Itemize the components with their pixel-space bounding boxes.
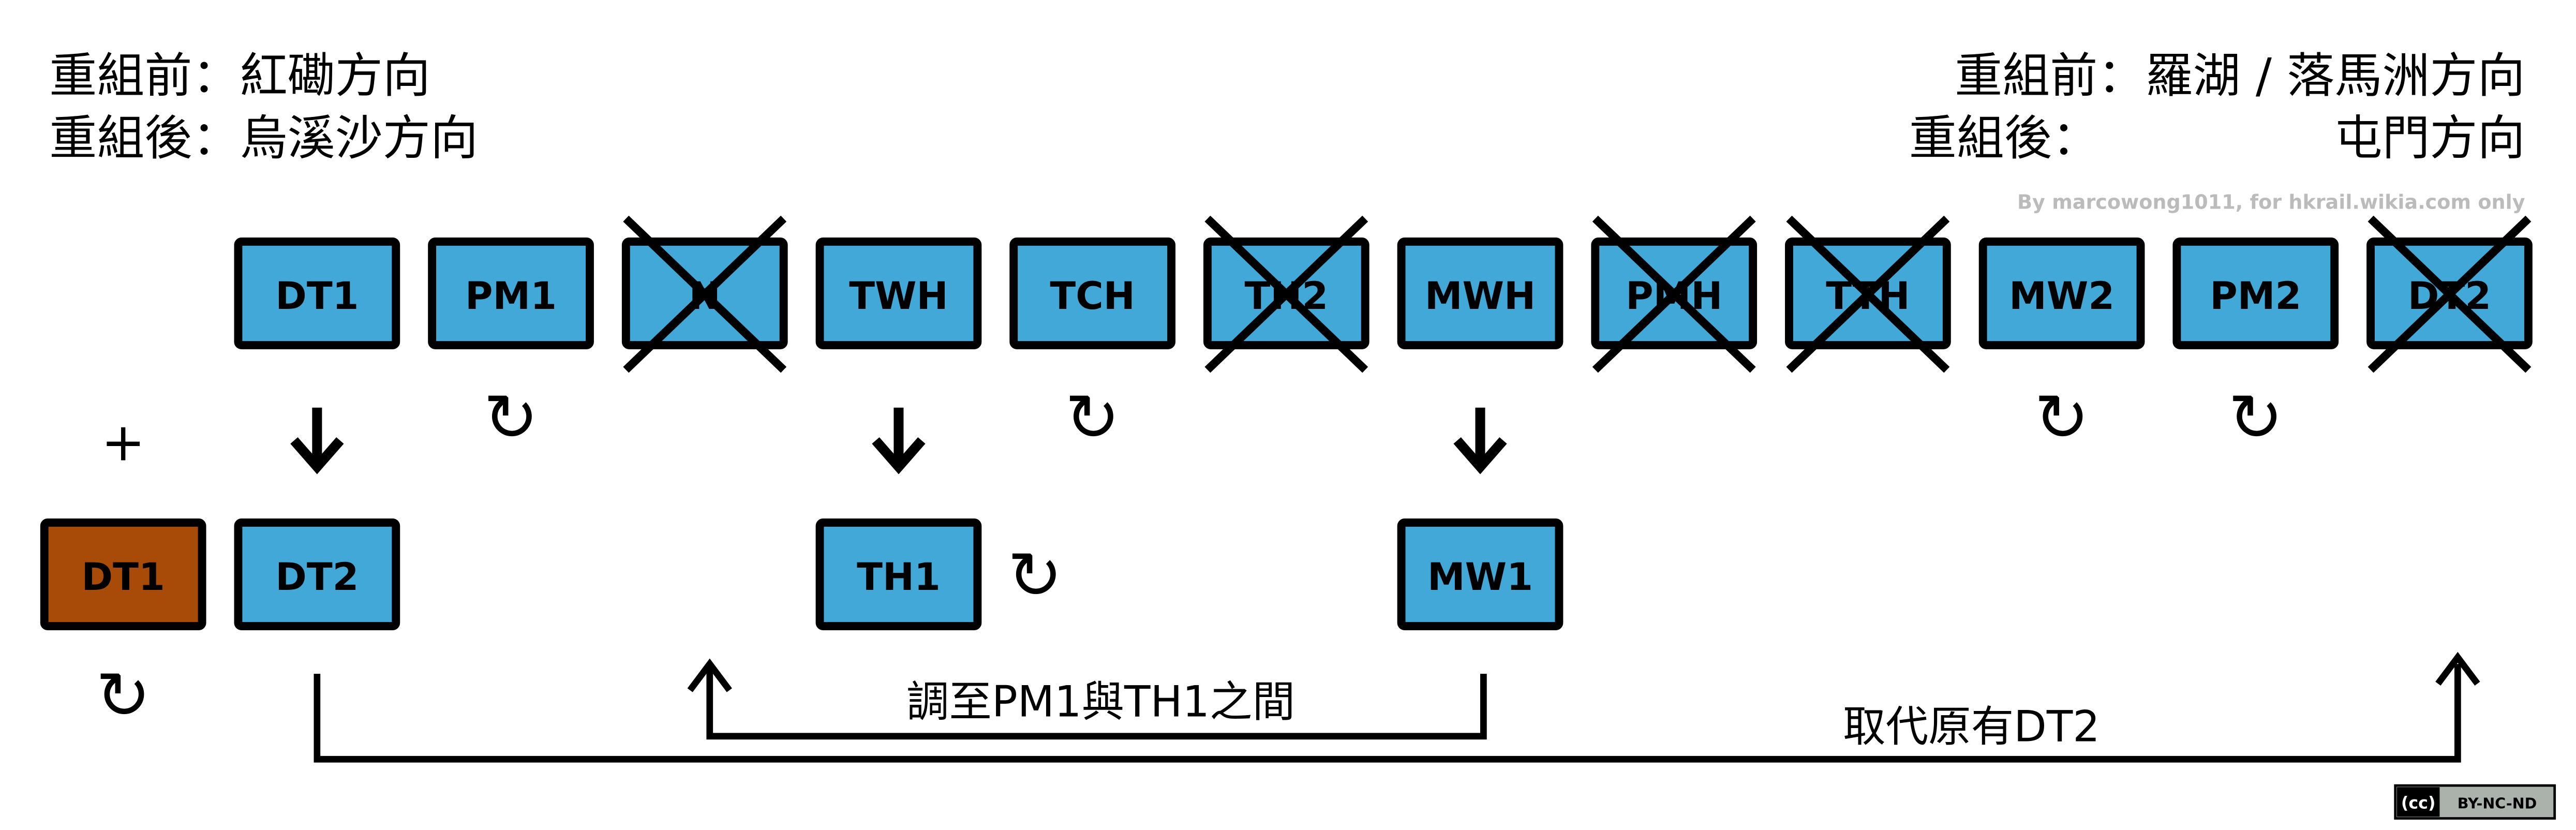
license-terms: BY-NC-ND bbox=[2458, 795, 2537, 812]
move-line bbox=[706, 667, 1487, 740]
car-label: MWH bbox=[1425, 274, 1536, 318]
car-mwh: MWH bbox=[1397, 238, 1564, 349]
header-left-after: 重組後：烏溪沙方向 bbox=[49, 111, 478, 166]
connectors bbox=[314, 651, 2480, 763]
car-pm1: PM1 bbox=[428, 238, 594, 349]
car-tch: TCH bbox=[1009, 238, 1175, 349]
car-mw1: MW1 bbox=[1397, 518, 1564, 630]
cross-out-icon bbox=[1592, 215, 1756, 373]
car-label: DT1 bbox=[82, 555, 165, 599]
car-th1: TH1 bbox=[815, 518, 982, 630]
added-car-dt1: DT1 bbox=[40, 518, 206, 630]
car-dt2: DT2 bbox=[2366, 215, 2533, 373]
rotate-icon: ↻ bbox=[2034, 379, 2089, 456]
car-box bbox=[815, 238, 982, 349]
car-label: PM2 bbox=[2210, 274, 2301, 318]
car-label: DT2 bbox=[275, 555, 359, 599]
car-pm2: PM2 bbox=[2172, 238, 2339, 349]
car-label: MW2 bbox=[2009, 274, 2115, 318]
header-right-before: 重組前：羅湖 / 落馬洲方向 bbox=[1955, 48, 2525, 103]
plus-symbol: + bbox=[101, 411, 145, 472]
replace-arrow-head bbox=[2435, 651, 2480, 686]
cross-out-icon bbox=[1786, 215, 1950, 373]
replace-note: 取代原有DT2 bbox=[1843, 702, 2100, 751]
move-note: 調至PM1與TH1之間 bbox=[906, 677, 1295, 727]
new-train-formation: DT1 DT2 TH1 MW1 ↻ ↻ bbox=[40, 518, 1564, 734]
rotate-icon: ↻ bbox=[96, 657, 151, 734]
cross-out-icon bbox=[623, 215, 787, 373]
car-label: MW1 bbox=[1427, 555, 1533, 599]
header-right-after-prefix: 重組後： bbox=[1909, 111, 2099, 166]
rotate-icon: ↻ bbox=[1007, 537, 1062, 614]
down-arrow-icon bbox=[290, 407, 344, 475]
car-box bbox=[234, 518, 400, 630]
credit-text: By marcowong1011, for hkrail.wikia.com o… bbox=[2017, 190, 2525, 213]
car-label: PM1 bbox=[465, 274, 557, 318]
car-mw2: MW2 bbox=[1978, 238, 2145, 349]
down-arrow-icon bbox=[1453, 407, 1507, 475]
car-box bbox=[1978, 238, 2145, 349]
car-pmh: PMH bbox=[1591, 215, 1758, 373]
header-right-after-value: 屯門方向 bbox=[2334, 111, 2525, 166]
car-dt1: DT1 bbox=[234, 238, 400, 349]
car-box bbox=[1397, 238, 1564, 349]
replace-line bbox=[314, 664, 2461, 763]
car-dt2: DT2 bbox=[234, 518, 400, 630]
car-th2: TH2 bbox=[1203, 215, 1369, 373]
car-n: N bbox=[621, 215, 788, 373]
car-box bbox=[1009, 238, 1175, 349]
car-box bbox=[815, 518, 982, 630]
car-label: TWH bbox=[849, 274, 948, 318]
car-label: TCH bbox=[1050, 274, 1135, 318]
car-box bbox=[428, 238, 594, 349]
rotate-icon: ↻ bbox=[2228, 379, 2283, 456]
car-twh: TWH bbox=[815, 238, 982, 349]
rotate-icon: ↻ bbox=[483, 379, 538, 456]
car-box bbox=[234, 238, 400, 349]
car-label: DT1 bbox=[275, 274, 359, 318]
cross-out-icon bbox=[2367, 215, 2532, 373]
license-badge: (cc) BY-NC-ND bbox=[2394, 784, 2556, 820]
car-box bbox=[1397, 518, 1564, 630]
header-left-before: 重組前：紅磡方向 bbox=[49, 48, 430, 103]
car-box bbox=[2172, 238, 2339, 349]
car-label: TH1 bbox=[857, 555, 941, 599]
move-arrow-head bbox=[687, 658, 732, 692]
cc-logo-text: (cc) bbox=[2401, 794, 2436, 813]
car-box bbox=[40, 518, 206, 630]
rotate-icon: ↻ bbox=[1065, 379, 1120, 456]
car-tth: TTH bbox=[1785, 215, 1951, 373]
down-arrow-icon bbox=[872, 407, 926, 475]
original-train-formation: DT1 PM1 ↻ N TWH TCH ↻ TH2 MWH PMHTTH MW2 ↻ PM2 ↻ DT2 bbox=[234, 215, 2533, 475]
cross-out-icon bbox=[1204, 215, 1368, 373]
